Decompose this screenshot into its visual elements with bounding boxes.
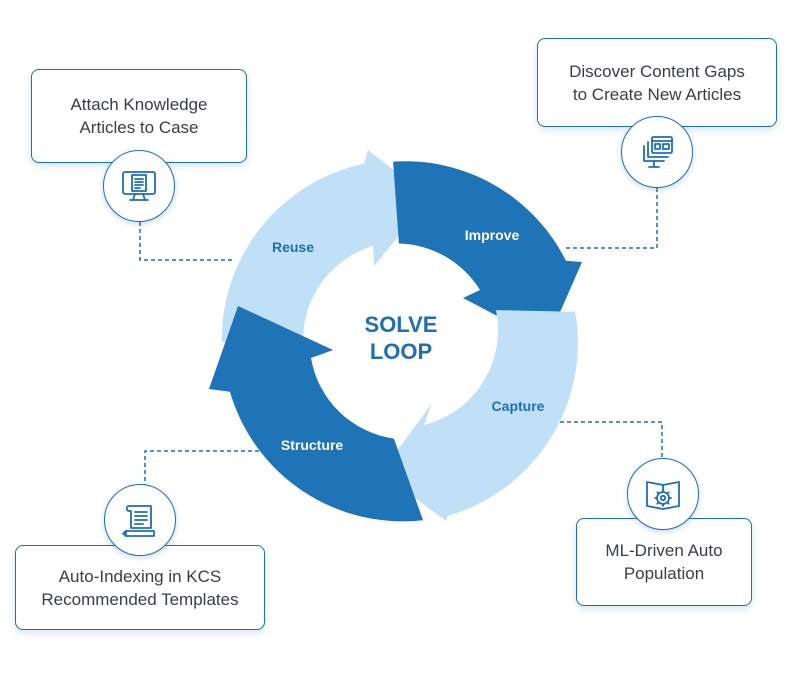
segment-reuse: [221, 150, 430, 351]
segment-label-structure: Structure: [281, 437, 343, 453]
card-auto-indexing-text: Auto-Indexing in KCS Recommended Templat…: [41, 566, 239, 609]
segment-label-improve: Improve: [465, 227, 520, 243]
card-auto-indexing: Auto-Indexing in KCS Recommended Templat…: [15, 545, 265, 630]
card-attach-knowledge-text: Attach Knowledge Articles to Case: [70, 95, 208, 137]
stacked-screens-icon: [621, 116, 693, 188]
center-title-line1: SOLVE: [365, 312, 438, 337]
segment-label-reuse: Reuse: [272, 239, 314, 255]
card-ml-driven-text: ML-Driven Auto Population: [605, 541, 723, 583]
segment-label-capture: Capture: [492, 398, 545, 414]
card-discover-content-gaps: Discover Content Gaps to Create New Arti…: [537, 38, 777, 127]
connector-discover: [563, 188, 658, 249]
connector-attach: [139, 222, 235, 261]
card-discover-content-gaps-text: Discover Content Gaps to Create New Arti…: [569, 61, 745, 104]
segment-capture: [381, 310, 578, 521]
card-ml-driven: ML-Driven Auto Population: [576, 518, 752, 606]
center-title-line2: LOOP: [370, 339, 432, 364]
monitor-document-icon: [103, 150, 175, 222]
scroll-pencil-icon: [104, 484, 176, 556]
book-gear-icon: [627, 458, 699, 530]
connector-ml-driven: [560, 421, 663, 458]
card-attach-knowledge: Attach Knowledge Articles to Case: [31, 69, 247, 163]
connector-auto-indexing: [144, 450, 262, 488]
segment-improve: [393, 161, 582, 342]
segment-structure: [209, 306, 423, 522]
